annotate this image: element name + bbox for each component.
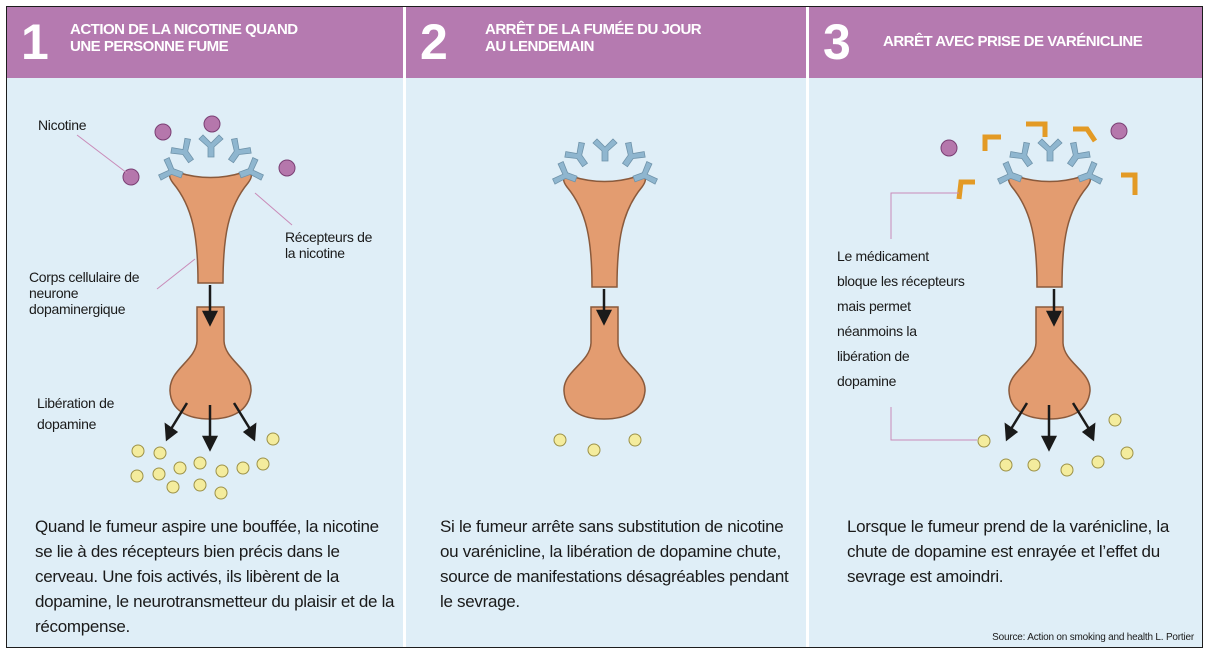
receptors-label: Récepteurs de la nicotine bbox=[285, 229, 373, 261]
panel-description: Quand le fumeur aspire une bouffée, la n… bbox=[35, 517, 395, 636]
receptor-icon bbox=[1009, 141, 1034, 168]
leader-line bbox=[156, 258, 196, 290]
leader-line bbox=[76, 134, 128, 174]
dopamine-molecules bbox=[130, 432, 280, 500]
receptor-icon bbox=[1077, 161, 1103, 185]
receptor-icon bbox=[158, 157, 184, 181]
varenicline-molecule bbox=[982, 134, 1001, 151]
nicotine-molecules bbox=[940, 122, 1128, 157]
dopamine-release-label: Libération de dopamine bbox=[37, 395, 115, 432]
varenicline-molecule bbox=[956, 179, 975, 200]
dopamine-molecules bbox=[977, 413, 1134, 477]
receptor-icon bbox=[238, 157, 264, 181]
neuron-illustration bbox=[552, 138, 658, 457]
source-credit: Source: Action on smoking and health L. … bbox=[992, 632, 1194, 643]
upper-neuron bbox=[1007, 175, 1092, 288]
release-arrows bbox=[164, 285, 257, 452]
panel-nicotine-action: 1 ACTION DE LA NICOTINE QUAND UNE PERSON… bbox=[7, 7, 403, 647]
panel-varenicline: 3 ARRÊT AVEC PRISE DE VARÉNICLINE bbox=[809, 7, 1202, 647]
panel-header: 1 ACTION DE LA NICOTINE QUAND UNE PERSON… bbox=[7, 7, 403, 78]
dopamine-molecules bbox=[553, 433, 642, 457]
receptor-icons bbox=[158, 134, 264, 181]
panel-number: 2 bbox=[420, 14, 448, 70]
panel-description: Lorsque le fumeur prend de la varéniclin… bbox=[847, 517, 1169, 586]
panel-divider bbox=[403, 7, 406, 647]
receptor-icon bbox=[170, 137, 195, 164]
lower-neuron bbox=[1008, 306, 1091, 420]
nicotine-label: Nicotine bbox=[38, 117, 87, 133]
receptor-icon bbox=[632, 161, 658, 185]
neuron-illustration bbox=[76, 115, 296, 500]
nicotine-molecule bbox=[1110, 122, 1128, 140]
varenicline-molecule bbox=[1073, 126, 1098, 143]
upper-neuron bbox=[562, 175, 647, 288]
receptor-icon bbox=[1037, 138, 1063, 162]
leader-line bbox=[890, 407, 977, 441]
varenicline-molecule bbox=[1121, 172, 1138, 195]
release-arrow bbox=[595, 289, 613, 326]
nicotine-molecule bbox=[940, 139, 958, 157]
panel-header: 3 ARRÊT AVEC PRISE DE VARÉNICLINE bbox=[809, 7, 1202, 78]
receptor-icons bbox=[997, 138, 1103, 185]
infographic: 1 ACTION DE LA NICOTINE QUAND UNE PERSON… bbox=[6, 6, 1203, 648]
nicotine-molecule bbox=[278, 159, 296, 177]
varenicline-molecule bbox=[1026, 121, 1048, 137]
receptor-icon bbox=[997, 161, 1023, 185]
panel-number: 3 bbox=[823, 14, 851, 70]
release-arrows bbox=[1004, 289, 1096, 452]
receptor-icon bbox=[552, 161, 578, 185]
panel-header: 2 ARRÊT DE LA FUMÉE DU JOUR AU LENDEMAIN bbox=[406, 7, 806, 78]
nicotine-molecule bbox=[154, 123, 172, 141]
drug-effect-label: Le médicament bloque les récepteurs mais… bbox=[837, 248, 965, 389]
panel-title: ACTION DE LA NICOTINE QUAND UNE PERSONNE… bbox=[70, 21, 298, 55]
receptor-icon bbox=[227, 137, 252, 164]
panel-title: ARRÊT AVEC PRISE DE VARÉNICLINE bbox=[883, 33, 1143, 50]
panel-divider bbox=[806, 7, 809, 647]
receptor-icon bbox=[564, 141, 589, 168]
receptor-icon bbox=[1066, 141, 1091, 168]
panel-description: Si le fumeur arrête sans substitution de… bbox=[440, 517, 789, 611]
panel-quitting: 2 ARRÊT DE LA FUMÉE DU JOUR AU LENDEMAIN bbox=[406, 7, 806, 647]
panel-title: ARRÊT DE LA FUMÉE DU JOUR AU LENDEMAIN bbox=[485, 21, 702, 55]
upper-neuron bbox=[168, 171, 253, 284]
nicotine-molecules bbox=[122, 115, 296, 186]
nicotine-molecule bbox=[203, 115, 221, 133]
receptor-icon bbox=[592, 138, 618, 162]
lower-neuron bbox=[563, 306, 646, 420]
receptor-icon bbox=[198, 134, 224, 158]
receptor-icon bbox=[621, 141, 646, 168]
receptor-icons bbox=[552, 138, 658, 185]
neuron-illustration bbox=[890, 121, 1138, 477]
leader-line bbox=[890, 192, 959, 239]
panel-number: 1 bbox=[21, 14, 49, 70]
varenicline-molecules bbox=[956, 121, 1138, 200]
leader-line bbox=[254, 192, 293, 226]
cell-body-label: Corps cellulaire de neurone dopaminergiq… bbox=[29, 269, 140, 317]
